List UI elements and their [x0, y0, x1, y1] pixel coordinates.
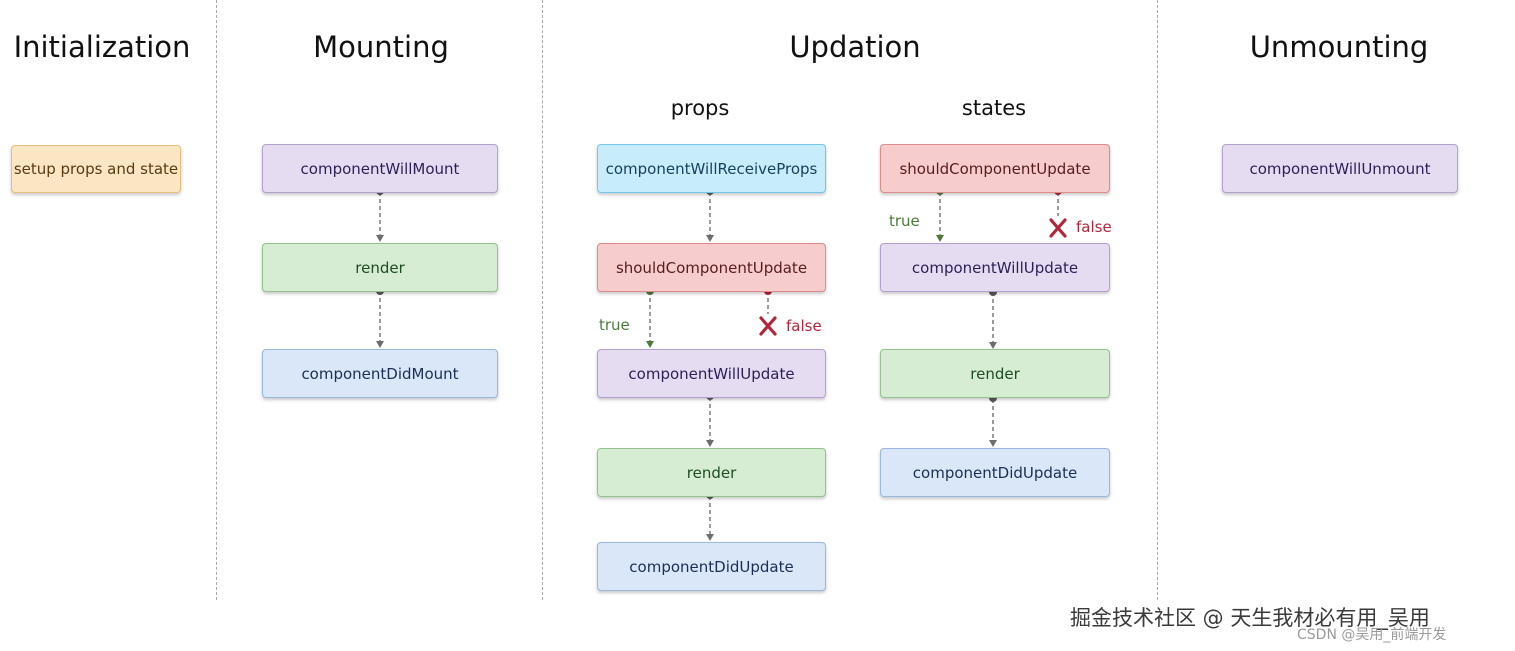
- node-setup-props-state: setup props and state: [11, 145, 181, 193]
- node-mount-render: render: [262, 243, 498, 292]
- divider-update-unmount: [1157, 0, 1158, 600]
- node-states-component-will-update: componentWillUpdate: [880, 243, 1110, 292]
- watermark-juejin: 掘金技术社区 @ 天生我材必有用_吴用: [1070, 606, 1430, 630]
- title-mounting: Mounting: [313, 30, 449, 64]
- node-component-will-receive-props: componentWillReceiveProps: [597, 144, 826, 193]
- title-unmounting: Unmounting: [1249, 30, 1429, 64]
- node-props-should-component-update: shouldComponentUpdate: [597, 243, 826, 292]
- label-false-states: false: [1076, 218, 1112, 236]
- divider-init-mount: [216, 0, 217, 600]
- node-states-render: render: [880, 349, 1110, 398]
- node-component-will-mount: componentWillMount: [262, 144, 498, 193]
- watermark-csdn: CSDN @吴用_前端开发: [1297, 627, 1447, 643]
- divider-mount-update: [542, 0, 543, 600]
- label-false-props: false: [786, 317, 822, 335]
- node-props-component-will-update: componentWillUpdate: [597, 349, 826, 398]
- subtitle-props: props: [670, 96, 730, 120]
- title-updation: Updation: [789, 30, 921, 64]
- node-states-should-component-update: shouldComponentUpdate: [880, 144, 1110, 193]
- node-props-render: render: [597, 448, 826, 497]
- node-states-component-did-update: componentDidUpdate: [880, 448, 1110, 497]
- node-props-component-did-update: componentDidUpdate: [597, 542, 826, 591]
- node-component-will-unmount: componentWillUnmount: [1222, 144, 1458, 193]
- title-initialization: Initialization: [13, 30, 191, 64]
- node-component-did-mount: componentDidMount: [262, 349, 498, 398]
- label-true-states: true: [889, 212, 920, 230]
- label-true-props: true: [599, 316, 630, 334]
- subtitle-states: states: [961, 96, 1027, 120]
